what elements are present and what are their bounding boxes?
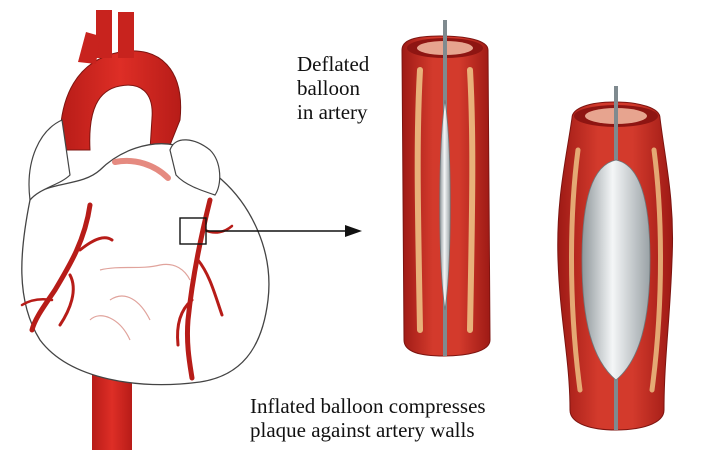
heart-illustration bbox=[20, 10, 362, 450]
arch-branch-3 bbox=[78, 32, 100, 64]
arch-branch-2 bbox=[118, 12, 134, 58]
inflated-balloon-label: Inflated balloon compresses plaque again… bbox=[250, 394, 590, 442]
left-atrium bbox=[169, 139, 221, 196]
plaque-right-inflated bbox=[649, 147, 663, 393]
plaque-left-deflated bbox=[414, 67, 423, 333]
arch-branch-1 bbox=[96, 10, 112, 58]
plaque-right-deflated bbox=[467, 67, 476, 333]
small-vessels bbox=[89, 263, 191, 341]
descending-aorta bbox=[92, 370, 132, 450]
right-atrium bbox=[28, 119, 71, 202]
pointer-arrowhead bbox=[345, 225, 362, 237]
deflated-artery bbox=[401, 20, 491, 357]
inflated-artery bbox=[557, 86, 673, 431]
inflated-balloon bbox=[581, 159, 651, 381]
plaque-left-inflated bbox=[569, 147, 583, 393]
deflated-label-line-1: Deflated bbox=[297, 52, 370, 76]
pulmonary-vessel bbox=[112, 157, 171, 181]
aortic-arch bbox=[59, 50, 182, 151]
coronary-arteries bbox=[20, 197, 234, 381]
inflated-label-line-2: plaque against artery walls bbox=[250, 418, 475, 442]
deflated-balloon bbox=[439, 99, 451, 311]
deflated-label-line-3: in artery bbox=[297, 100, 368, 124]
inflated-label-line-1: Inflated balloon compresses bbox=[250, 394, 486, 418]
deflated-label-line-2: balloon bbox=[297, 76, 360, 100]
deflated-balloon-label: Deflated balloon in artery bbox=[297, 52, 407, 124]
